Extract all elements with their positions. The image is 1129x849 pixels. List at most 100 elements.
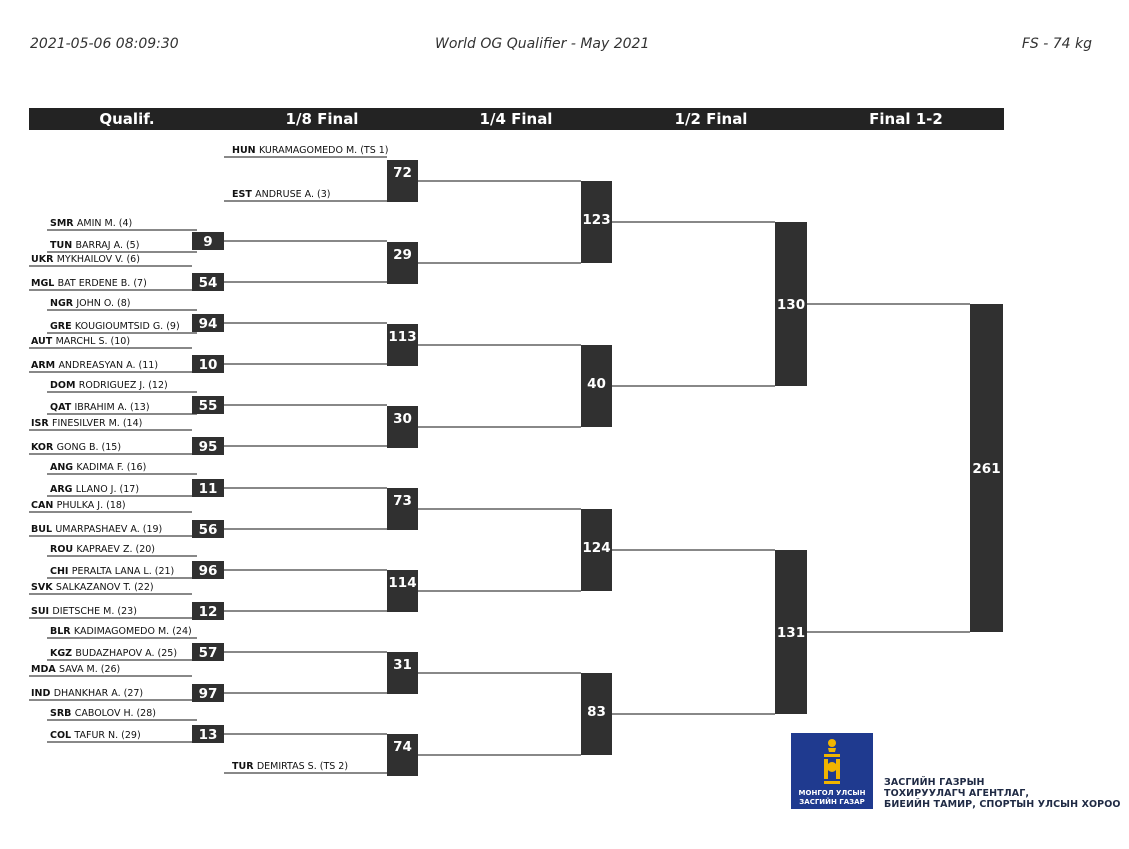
eighth-bout xyxy=(387,406,418,448)
competitor-entry: IND DHANKHAR A. (27) xyxy=(31,688,143,699)
eighth-bout xyxy=(387,160,418,202)
quarter-bout-label: 40 xyxy=(587,376,606,392)
qualif-bout-label: 55 xyxy=(199,398,218,414)
competitor-entry: HUN KURAMAGOMEDO M. (TS 1) xyxy=(232,145,389,156)
qualif-bout xyxy=(192,520,224,538)
eighth-bout-label: 113 xyxy=(388,329,416,345)
competitor-entry: MGL BAT ERDENE B. (7) xyxy=(31,278,147,289)
qualif-bout-label: 13 xyxy=(199,727,218,743)
competitor-entry: COL TAFUR N. (29) xyxy=(50,730,141,741)
org-line-1: ЗАСГИЙН ГАЗРЫН xyxy=(884,777,985,788)
round-title: Qualif. xyxy=(99,110,154,128)
svg-text:МОНГОЛ УЛСЫН: МОНГОЛ УЛСЫН xyxy=(799,789,866,797)
semi-bout xyxy=(775,222,807,386)
event-title: World OG Qualifier - May 2021 xyxy=(435,36,650,52)
competitor-entry: CHI PERALTA LANA L. (21) xyxy=(50,566,174,577)
competitor-entry: ANG KADIMA F. (16) xyxy=(50,462,146,473)
svg-text:ЗАСГИЙН ГАЗАР: ЗАСГИЙН ГАЗАР xyxy=(799,797,864,806)
competitor-entry: AUT MARCHL S. (10) xyxy=(31,336,130,347)
qualif-bout xyxy=(192,684,224,702)
competitor-entry: ARM ANDREASYAN A. (11) xyxy=(31,360,158,371)
qualif-bout-label: 94 xyxy=(199,316,218,332)
qualif-bout-label: 9 xyxy=(203,234,212,250)
eighth-bout-label: 74 xyxy=(393,739,412,755)
quarter-bout xyxy=(581,509,612,591)
qualif-bout-label: 56 xyxy=(199,522,218,538)
competitor-entry: SVK SALKAZANOV T. (22) xyxy=(31,582,154,593)
quarter-bout xyxy=(581,673,612,755)
competitor-entry: BLR KADIMAGOMEDO M. (24) xyxy=(50,626,192,637)
qualif-bout-label: 10 xyxy=(199,357,218,373)
competitor-entry: TUN BARRAJ A. (5) xyxy=(50,240,139,251)
competitor-entry: CAN PHULKA J. (18) xyxy=(31,500,126,511)
qualif-bout-label: 12 xyxy=(199,604,218,620)
round-header-bar xyxy=(29,108,1004,130)
eighth-bout-label: 31 xyxy=(393,657,412,673)
competitor-entry: ROU KAPRAEV Z. (20) xyxy=(50,544,155,555)
round-title: Final 1-2 xyxy=(869,110,943,128)
competitor-entry: SMR AMIN M. (4) xyxy=(50,218,132,229)
eighth-bout xyxy=(387,488,418,530)
semi-bout xyxy=(775,550,807,714)
government-logo: МОНГОЛ УЛСЫН ЗАСГИЙН ГАЗАР xyxy=(791,733,873,809)
competitor-entry: KGZ BUDAZHAPOV A. (25) xyxy=(50,648,177,659)
final-bout xyxy=(970,304,1003,632)
org-line-2: ТОХИРУУЛАГЧ АГЕНТЛАГ, xyxy=(884,788,1030,799)
quarter-bout xyxy=(581,181,612,263)
qualif-bout xyxy=(192,355,224,373)
qualif-bout xyxy=(192,396,224,414)
qualif-bout xyxy=(192,602,224,620)
eighth-bout xyxy=(387,242,418,284)
competitor-entry: NGR JOHN O. (8) xyxy=(50,298,131,309)
qualif-bout xyxy=(192,437,224,455)
qualif-bout-label: 95 xyxy=(199,439,218,455)
weight-category: FS - 74 kg xyxy=(1021,36,1092,52)
competitor-entry: QAT IBRAHIM A. (13) xyxy=(50,402,150,413)
qualif-bout-label: 97 xyxy=(199,686,218,702)
quarter-bout-label: 124 xyxy=(582,540,610,556)
quarter-bout xyxy=(581,345,612,427)
competitor-entry: MDA SAVA M. (26) xyxy=(31,664,120,675)
quarter-bout-label: 83 xyxy=(587,704,606,720)
quarter-bout-label: 123 xyxy=(582,212,610,228)
qualif-bout-label: 54 xyxy=(199,275,218,291)
qualif-bout-label: 11 xyxy=(199,481,218,497)
round-title: 1/4 Final xyxy=(480,110,553,128)
eighth-bout xyxy=(387,324,418,366)
competitor-entry: BUL UMARPASHAEV A. (19) xyxy=(31,524,162,535)
competitor-entry: DOM RODRIGUEZ J. (12) xyxy=(50,380,168,391)
org-line-3: БИЕИЙН ТАМИР, СПОРТЫН УЛСЫН ХОРОО xyxy=(884,799,1121,810)
qualif-bout xyxy=(192,479,224,497)
eighth-bout-label: 73 xyxy=(393,493,412,509)
qualif-bout xyxy=(192,273,224,291)
qualif-bout xyxy=(192,314,224,332)
eighth-bout xyxy=(387,734,418,776)
qualif-bout xyxy=(192,643,224,661)
eighth-bout xyxy=(387,570,418,612)
qualif-bout xyxy=(192,232,224,250)
competitor-entry: UKR MYKHAILOV V. (6) xyxy=(31,254,140,265)
round-title: 1/2 Final xyxy=(675,110,748,128)
qualif-bout xyxy=(192,561,224,579)
eighth-bout-label: 72 xyxy=(393,165,412,181)
timestamp: 2021-05-06 08:09:30 xyxy=(30,36,179,52)
semi-bout-label: 131 xyxy=(777,625,805,641)
semi-bout-label: 130 xyxy=(777,297,805,313)
competitor-entry: SUI DIETSCHE M. (23) xyxy=(31,606,137,617)
eighth-bout xyxy=(387,652,418,694)
eighth-bout-label: 30 xyxy=(393,411,412,427)
final-bout-label: 261 xyxy=(972,461,1000,477)
competitor-entry: ISR FINESILVER M. (14) xyxy=(31,418,142,429)
competitor-entry: GRE KOUGIOUMTSID G. (9) xyxy=(50,321,180,332)
eighth-bout-label: 29 xyxy=(393,247,412,263)
competitor-entry: ARG LLANO J. (17) xyxy=(50,484,139,495)
competitor-entry: EST ANDRUSE A. (3) xyxy=(232,189,330,200)
qualif-bout xyxy=(192,725,224,743)
competitor-entry: TUR DEMIRTAS S. (TS 2) xyxy=(232,761,348,772)
round-title: 1/8 Final xyxy=(286,110,359,128)
competitor-entry: KOR GONG B. (15) xyxy=(31,442,121,453)
eighth-bout-label: 114 xyxy=(388,575,416,591)
qualif-bout-label: 96 xyxy=(199,563,218,579)
competitor-entry: SRB CABOLOV H. (28) xyxy=(50,708,156,719)
